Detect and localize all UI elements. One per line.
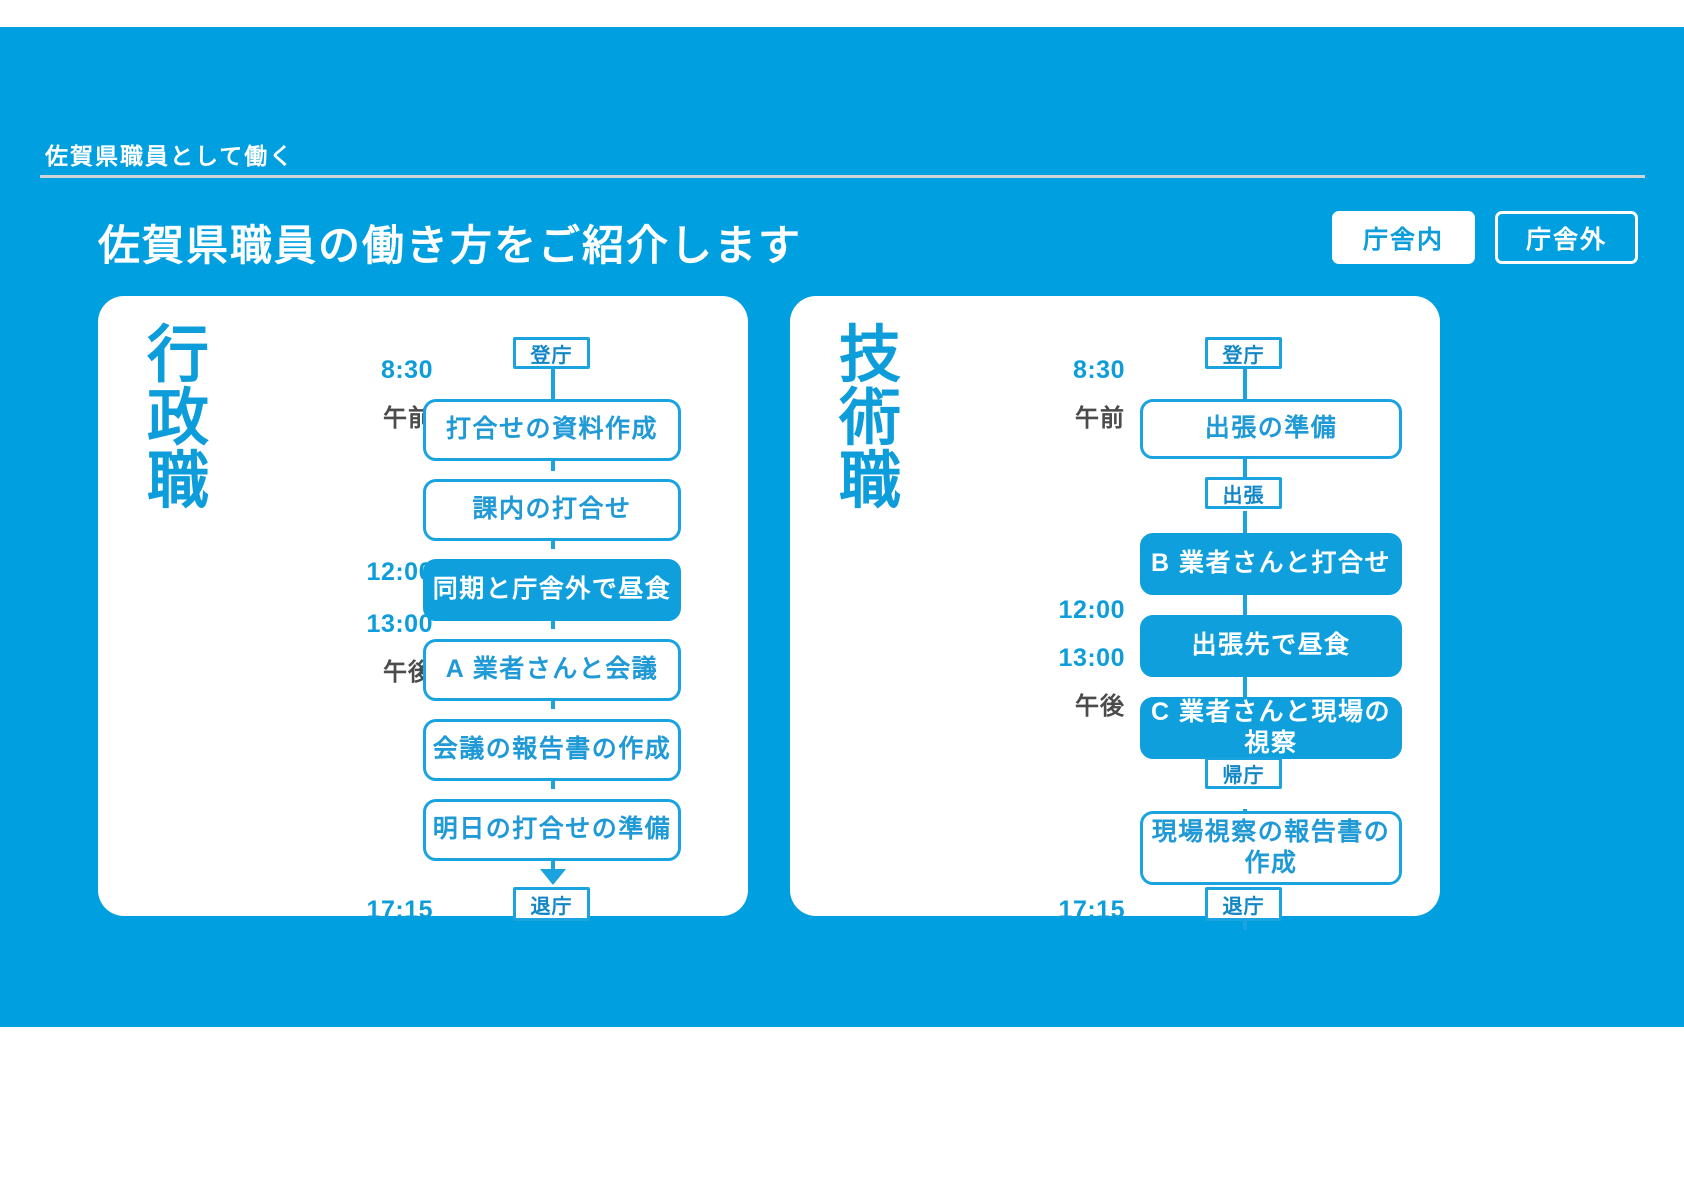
column-label-technical: 技 術 職 — [835, 324, 905, 514]
card-technical: 技 術 職 8:30 午前 12:00 13:00 午後 17:15 登庁 出張… — [790, 296, 1440, 930]
timeline-times-technical: 8:30 午前 12:00 13:00 午後 17:15 — [1015, 296, 1125, 924]
flow-connector — [1243, 366, 1247, 402]
column-label-administrative: 行 政 職 — [143, 324, 213, 514]
time-label: 12:00 — [366, 558, 433, 586]
flow-node-task-outside[interactable]: B 業者さんと打合せ — [1140, 533, 1402, 595]
time-label: 17:15 — [366, 896, 433, 924]
kicker-label: 佐賀県職員として働く — [45, 143, 295, 169]
flow-node-tag[interactable]: 退庁 — [1205, 887, 1282, 921]
flow-node-tag[interactable]: 登庁 — [1205, 337, 1282, 369]
vlabel-char: 行 — [146, 321, 209, 390]
flow-administrative: 登庁 打合せの資料作成 課内の打合せ 同期と庁舎外で昼食 A 業者さんと会議 会… — [98, 296, 748, 921]
vlabel-char: 職 — [838, 447, 901, 517]
ampm-label: 午前 — [1075, 405, 1125, 432]
ampm-label: 午後 — [1075, 693, 1125, 720]
flow-node-task[interactable]: 課内の打合せ — [423, 479, 681, 541]
flow-node-task[interactable]: 明日の打合せの準備 — [423, 799, 681, 861]
flow-node-task[interactable]: 打合せの資料作成 — [423, 399, 681, 461]
flow-node-task[interactable]: 出張の準備 — [1140, 399, 1402, 459]
flow-technical: 登庁 出張の準備 出張 B 業者さんと打合せ 出張先で昼食 C 業者さんと現場の… — [790, 296, 1440, 930]
flow-node-tag[interactable]: 退庁 — [513, 887, 590, 921]
flow-node-task[interactable]: A 業者さんと会議 — [423, 639, 681, 701]
legend-chip-outside[interactable]: 庁舎外 — [1495, 211, 1638, 264]
time-label: 12:00 — [1058, 596, 1125, 624]
flow-node-tag[interactable]: 登庁 — [513, 337, 590, 369]
time-label: 8:30 — [1072, 356, 1125, 384]
flow-node-task-outside[interactable]: C 業者さんと現場の 視察 — [1140, 697, 1402, 759]
vlabel-char: 政 — [146, 384, 209, 454]
vlabel-char: 術 — [838, 384, 901, 454]
time-label: 13:00 — [1058, 644, 1125, 672]
flow-node-task-outside[interactable]: 同期と庁舎外で昼食 — [423, 559, 681, 621]
legend-chip-inside[interactable]: 庁舎内 — [1332, 211, 1475, 264]
flow-node-task[interactable]: 現場視察の報告書の 作成 — [1140, 811, 1402, 885]
time-label: 13:00 — [366, 610, 433, 638]
timeline-times-administrative: 8:30 午前 12:00 13:00 午後 17:15 — [323, 296, 433, 924]
legend: 庁舎内 庁舎外 — [1332, 211, 1638, 264]
flow-connector — [1243, 511, 1247, 535]
flow-arrow-icon — [540, 869, 566, 885]
vlabel-char: 技 — [838, 321, 901, 390]
flow-node-tag[interactable]: 出張 — [1205, 477, 1282, 509]
header-divider — [40, 175, 1645, 178]
vlabel-char: 職 — [146, 447, 209, 517]
page-number: 40 — [1622, 1032, 1648, 1058]
flow-node-tag[interactable]: 帰庁 — [1205, 757, 1282, 789]
slide-canvas: 佐賀県職員として働く 佐賀県職員の働き方をご紹介します 庁舎内 庁舎外 行 政 … — [0, 27, 1684, 1058]
flow-connector — [1243, 457, 1247, 481]
flow-connector — [551, 366, 555, 402]
flow-node-task[interactable]: 会議の報告書の作成 — [423, 719, 681, 781]
flow-connector — [1243, 593, 1247, 617]
time-label: 17:15 — [1058, 896, 1125, 924]
flow-node-task-outside[interactable]: 出張先で昼食 — [1140, 615, 1402, 677]
time-label: 8:30 — [380, 356, 433, 384]
page-title: 佐賀県職員の働き方をご紹介します — [98, 222, 803, 269]
card-administrative: 行 政 職 8:30 午前 12:00 13:00 午後 17:15 登庁 打合… — [98, 296, 748, 924]
flow-connector — [1243, 675, 1247, 699]
